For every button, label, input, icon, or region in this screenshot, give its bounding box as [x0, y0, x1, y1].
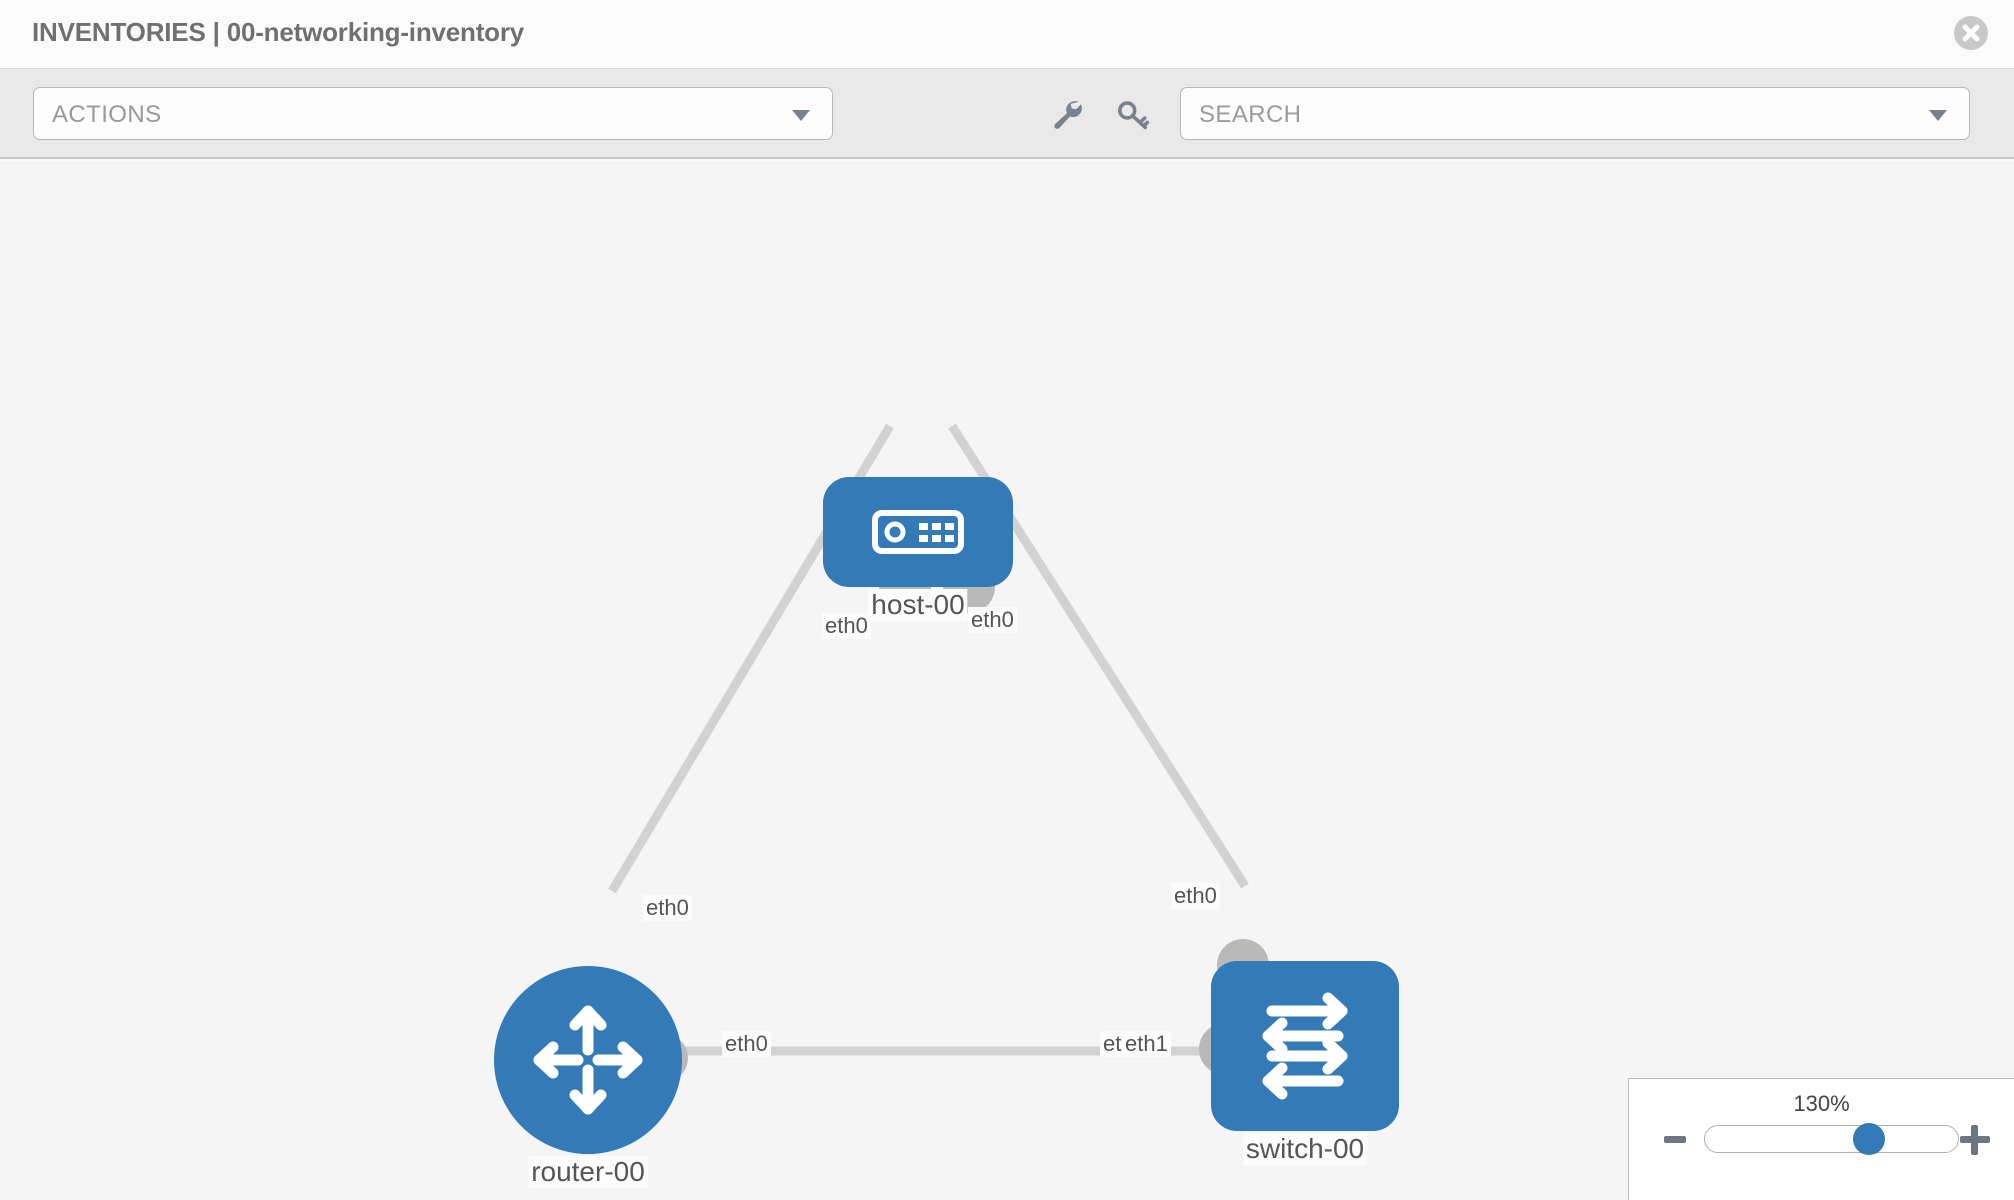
key-button[interactable]	[1113, 97, 1155, 133]
toolbar: ACTIONS SEARCH	[0, 69, 2014, 159]
close-icon	[1962, 24, 1980, 42]
chevron-down-icon	[792, 109, 810, 121]
search-placeholder: SEARCH	[1199, 101, 1302, 128]
node-label-host-00: host-00	[868, 589, 968, 621]
switch-arrows-icon	[1262, 992, 1348, 1100]
chevron-down-icon	[1929, 109, 1947, 121]
topology-graph: host-00 router-00	[0, 161, 2014, 1200]
topology-edges	[608, 423, 1249, 1056]
edge-label-router-up: eth0	[643, 895, 692, 921]
node-label-router-00: router-00	[528, 1156, 648, 1188]
zoom-in-button[interactable]	[1960, 1125, 1990, 1155]
page-title: INVENTORIES | 00-networking-inventory	[32, 17, 525, 47]
node-shape-host[interactable]	[823, 477, 1013, 587]
page-header: INVENTORIES | 00-networking-inventory	[0, 0, 2014, 69]
zoom-out-button[interactable]	[1664, 1136, 1686, 1143]
close-button[interactable]	[1954, 16, 1988, 50]
zoom-level-value: 130%	[1793, 1091, 1850, 1116]
node-shape-switch[interactable]	[1211, 961, 1399, 1131]
node-shape-router[interactable]	[494, 966, 682, 1154]
search-input[interactable]: SEARCH	[1180, 87, 1970, 140]
edge-label-switch-up: eth0	[1171, 883, 1220, 909]
edge-label-host-right: eth0	[968, 607, 1017, 633]
node-label-switch-00: switch-00	[1242, 1133, 1368, 1165]
zoom-slider-thumb[interactable]	[1853, 1123, 1885, 1155]
key-icon	[1118, 101, 1150, 130]
wrench-icon	[1054, 101, 1082, 129]
actions-dropdown-label: ACTIONS	[52, 101, 162, 128]
wrench-button[interactable]	[1047, 97, 1089, 133]
topology-canvas[interactable]: host-00 router-00	[0, 161, 2014, 1200]
actions-dropdown[interactable]: ACTIONS	[33, 87, 833, 140]
server-icon	[872, 510, 964, 554]
zoom-control-panel: 130%	[1628, 1078, 2014, 1200]
zoom-slider-track[interactable]	[1704, 1125, 1959, 1153]
edge-label-router-right: eth0	[722, 1031, 771, 1057]
router-arrows-icon	[533, 1005, 643, 1115]
edge-label-switch-left: eth1	[1122, 1031, 1171, 1057]
edge-label-host-left: eth0	[822, 613, 871, 639]
